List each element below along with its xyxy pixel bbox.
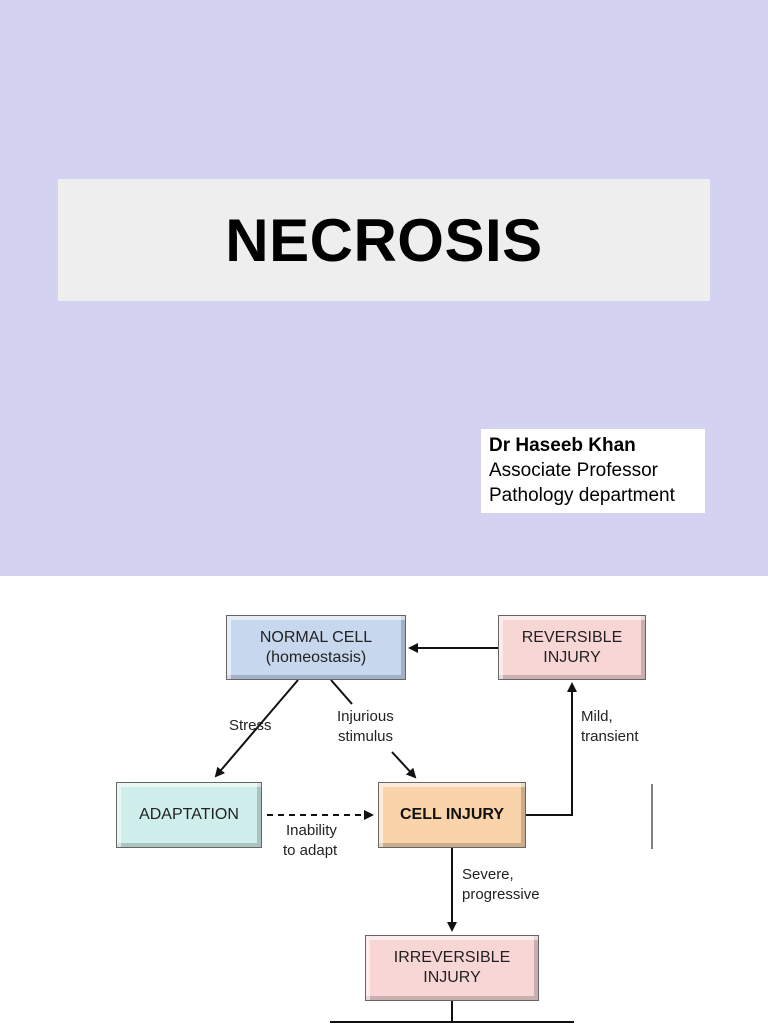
arrow-normal-to-adaptation bbox=[214, 679, 299, 778]
node-irreversible-line1: IRREVERSIBLE bbox=[393, 949, 511, 966]
label-mild-1: Mild, bbox=[581, 708, 613, 725]
label-injurious-1: Injurious bbox=[337, 708, 394, 725]
slide-title: NECROSIS bbox=[225, 206, 543, 274]
cell-injury-diagram: NORMAL CELL (homeostasis) REVERSIBLE INJ… bbox=[0, 576, 768, 1024]
node-normal-cell-line2: (homeostasis) bbox=[265, 648, 367, 666]
label-inability-1: Inability bbox=[286, 822, 337, 839]
author-position: Associate Professor bbox=[489, 460, 658, 481]
node-cell-injury: CELL INJURY bbox=[378, 782, 526, 848]
node-reversible-line2: INJURY bbox=[543, 648, 601, 666]
node-reversible-line1: REVERSIBLE bbox=[521, 628, 623, 646]
node-normal-cell-line1: NORMAL CELL bbox=[259, 628, 373, 646]
node-normal-cell: NORMAL CELL (homeostasis) bbox=[226, 615, 406, 680]
node-adaptation-label: ADAPTATION bbox=[139, 806, 239, 823]
node-reversible-injury: REVERSIBLE INJURY bbox=[498, 615, 646, 680]
node-adaptation: ADAPTATION bbox=[116, 782, 262, 848]
label-mild-2: transient bbox=[581, 728, 639, 745]
arrow-injurious-to-cell-injury bbox=[391, 751, 417, 779]
label-stress: Stress bbox=[229, 717, 272, 734]
diagram-arrows bbox=[214, 643, 653, 1023]
node-irreversible-line2: INJURY bbox=[423, 969, 481, 986]
author-name: Dr Haseeb Khan bbox=[489, 435, 636, 456]
label-injurious-2: stimulus bbox=[338, 728, 394, 745]
node-irreversible-injury: IRREVERSIBLE INJURY bbox=[365, 935, 539, 1001]
node-cell-injury-label: CELL INJURY bbox=[399, 806, 504, 823]
title-slide: NECROSIS Dr Haseeb Khan Associate Profes… bbox=[0, 0, 768, 576]
arrow-cell-injury-to-reversible bbox=[526, 682, 577, 816]
line-normal-to-injurious bbox=[330, 679, 353, 705]
title-box: NECROSIS bbox=[58, 179, 710, 301]
label-severe-2: progressive bbox=[462, 886, 540, 903]
author-department: Pathology department bbox=[489, 485, 675, 506]
label-severe-1: Severe, bbox=[462, 866, 514, 883]
label-inability-2: to adapt bbox=[283, 842, 338, 859]
author-box: Dr Haseeb Khan Associate Professor Patho… bbox=[481, 429, 705, 513]
